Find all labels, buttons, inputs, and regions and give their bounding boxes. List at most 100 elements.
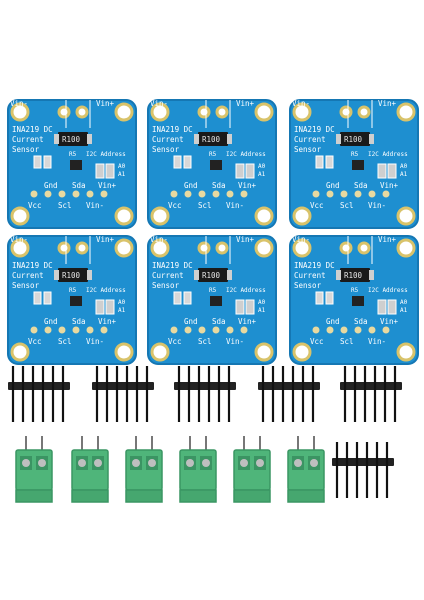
pin-vin-plus-label: Vin+ — [380, 317, 399, 326]
r5-label: R5 — [351, 287, 359, 294]
pin-vin-minus-label: Vin- — [86, 337, 105, 346]
chip-name: INA219 DC — [12, 261, 53, 270]
label-vin-minus: Vin- — [292, 99, 311, 108]
ina219-board-6: Vin- Vin+ INA219 DC Current Sensor R100 … — [288, 234, 420, 366]
chip-name: INA219 DC — [152, 261, 193, 270]
pin-vin-plus-label: Vin+ — [98, 181, 117, 190]
a0-label: A0 — [400, 163, 408, 170]
pin-vin-plus-label: Vin+ — [238, 317, 257, 326]
pin-vcc-label: Vcc — [28, 337, 42, 346]
pin-gnd-label: Gnd — [184, 181, 198, 190]
label-vin-minus: Vin- — [10, 235, 29, 244]
pin-header-3 — [174, 366, 236, 422]
shunt-resistor-label: R100 — [202, 271, 221, 280]
chip-name: INA219 DC — [12, 125, 53, 134]
pin-vin-minus-label: Vin- — [368, 201, 387, 210]
i2c-address-label: I2C Address — [86, 287, 126, 294]
pin-header-2 — [92, 366, 154, 422]
chip-line-current: Current — [12, 135, 44, 144]
screw-terminal-3 — [125, 436, 163, 503]
chip-line-current: Current — [152, 271, 184, 280]
pin-vcc-label: Vcc — [310, 337, 324, 346]
pin-vin-plus-label: Vin+ — [380, 181, 399, 190]
screw-terminal-2 — [71, 436, 109, 503]
pin-scl-label: Scl — [58, 201, 72, 210]
screw-terminal-1 — [15, 436, 53, 503]
chip-line-sensor: Sensor — [12, 145, 40, 154]
pin-scl-label: Scl — [340, 201, 354, 210]
a1-label: A1 — [400, 171, 408, 178]
chip-line-current: Current — [294, 135, 326, 144]
chip-name: INA219 DC — [152, 125, 193, 134]
pin-header-1 — [8, 366, 70, 422]
pin-sda-label: Sda — [212, 317, 226, 326]
pin-vcc-label: Vcc — [168, 337, 182, 346]
pin-gnd-label: Gnd — [44, 181, 58, 190]
i2c-address-label: I2C Address — [368, 151, 408, 158]
i2c-address-label: I2C Address — [226, 287, 266, 294]
label-vin-plus: Vin+ — [378, 235, 397, 244]
pin-sda-label: Sda — [212, 181, 226, 190]
board-graphic — [7, 235, 137, 365]
chip-line-current: Current — [294, 271, 326, 280]
chip-name: INA219 DC — [294, 125, 335, 134]
ina219-board-1: Vin- Vin+ INA219 DC Current Sensor R100 … — [6, 98, 138, 230]
a1-label: A1 — [400, 307, 408, 314]
chip-line-current: Current — [12, 271, 44, 280]
pin-header-6 — [332, 442, 394, 498]
pin-vcc-label: Vcc — [310, 201, 324, 210]
a0-label: A0 — [258, 299, 266, 306]
ina219-board-5: Vin- Vin+ INA219 DC Current Sensor R100 … — [146, 234, 278, 366]
screw-terminal-6 — [287, 436, 325, 503]
pin-vin-minus-label: Vin- — [368, 337, 387, 346]
chip-line-sensor: Sensor — [12, 281, 40, 290]
r5-label: R5 — [69, 151, 77, 158]
label-vin-minus: Vin- — [292, 235, 311, 244]
label-vin-minus: Vin- — [150, 235, 169, 244]
pin-vcc-label: Vcc — [28, 201, 42, 210]
chip-line-current: Current — [152, 135, 184, 144]
r5-label: R5 — [209, 287, 217, 294]
label-vin-minus: Vin- — [10, 99, 29, 108]
label-vin-plus: Vin+ — [236, 235, 255, 244]
a1-label: A1 — [118, 307, 126, 314]
board-graphic — [289, 99, 419, 229]
r5-label: R5 — [209, 151, 217, 158]
label-vin-plus: Vin+ — [96, 235, 115, 244]
label-vin-minus: Vin- — [150, 99, 169, 108]
pin-vin-minus-label: Vin- — [226, 337, 245, 346]
board-graphic — [147, 235, 277, 365]
pin-scl-label: Scl — [198, 337, 212, 346]
chip-line-sensor: Sensor — [294, 281, 322, 290]
pin-scl-label: Scl — [198, 201, 212, 210]
shunt-resistor-label: R100 — [62, 271, 81, 280]
shunt-resistor-label: R100 — [344, 271, 363, 280]
a1-label: A1 — [258, 307, 266, 314]
ina219-board-2: Vin- Vin+ INA219 DC Current Sensor R100 … — [146, 98, 278, 230]
pin-header-4 — [258, 366, 320, 422]
pin-header-5 — [340, 366, 402, 422]
pin-vin-plus-label: Vin+ — [238, 181, 257, 190]
pin-scl-label: Scl — [340, 337, 354, 346]
label-vin-plus: Vin+ — [378, 99, 397, 108]
pin-gnd-label: Gnd — [326, 317, 340, 326]
r5-label: R5 — [351, 151, 359, 158]
screw-terminal-5 — [233, 436, 271, 503]
pin-sda-label: Sda — [72, 181, 86, 190]
shunt-resistor-label: R100 — [62, 135, 81, 144]
board-graphic — [289, 235, 419, 365]
ina219-board-3: Vin- Vin+ INA219 DC Current Sensor R100 … — [288, 98, 420, 230]
board-graphic — [7, 99, 137, 229]
a0-label: A0 — [400, 299, 408, 306]
chip-name: INA219 DC — [294, 261, 335, 270]
pin-vin-minus-label: Vin- — [86, 201, 105, 210]
pin-sda-label: Sda — [354, 317, 368, 326]
pin-gnd-label: Gnd — [44, 317, 58, 326]
pin-scl-label: Scl — [58, 337, 72, 346]
chip-line-sensor: Sensor — [294, 145, 322, 154]
a1-label: A1 — [258, 171, 266, 178]
label-vin-plus: Vin+ — [236, 99, 255, 108]
ina219-board-4: Vin- Vin+ INA219 DC Current Sensor R100 … — [6, 234, 138, 366]
shunt-resistor-label: R100 — [202, 135, 221, 144]
